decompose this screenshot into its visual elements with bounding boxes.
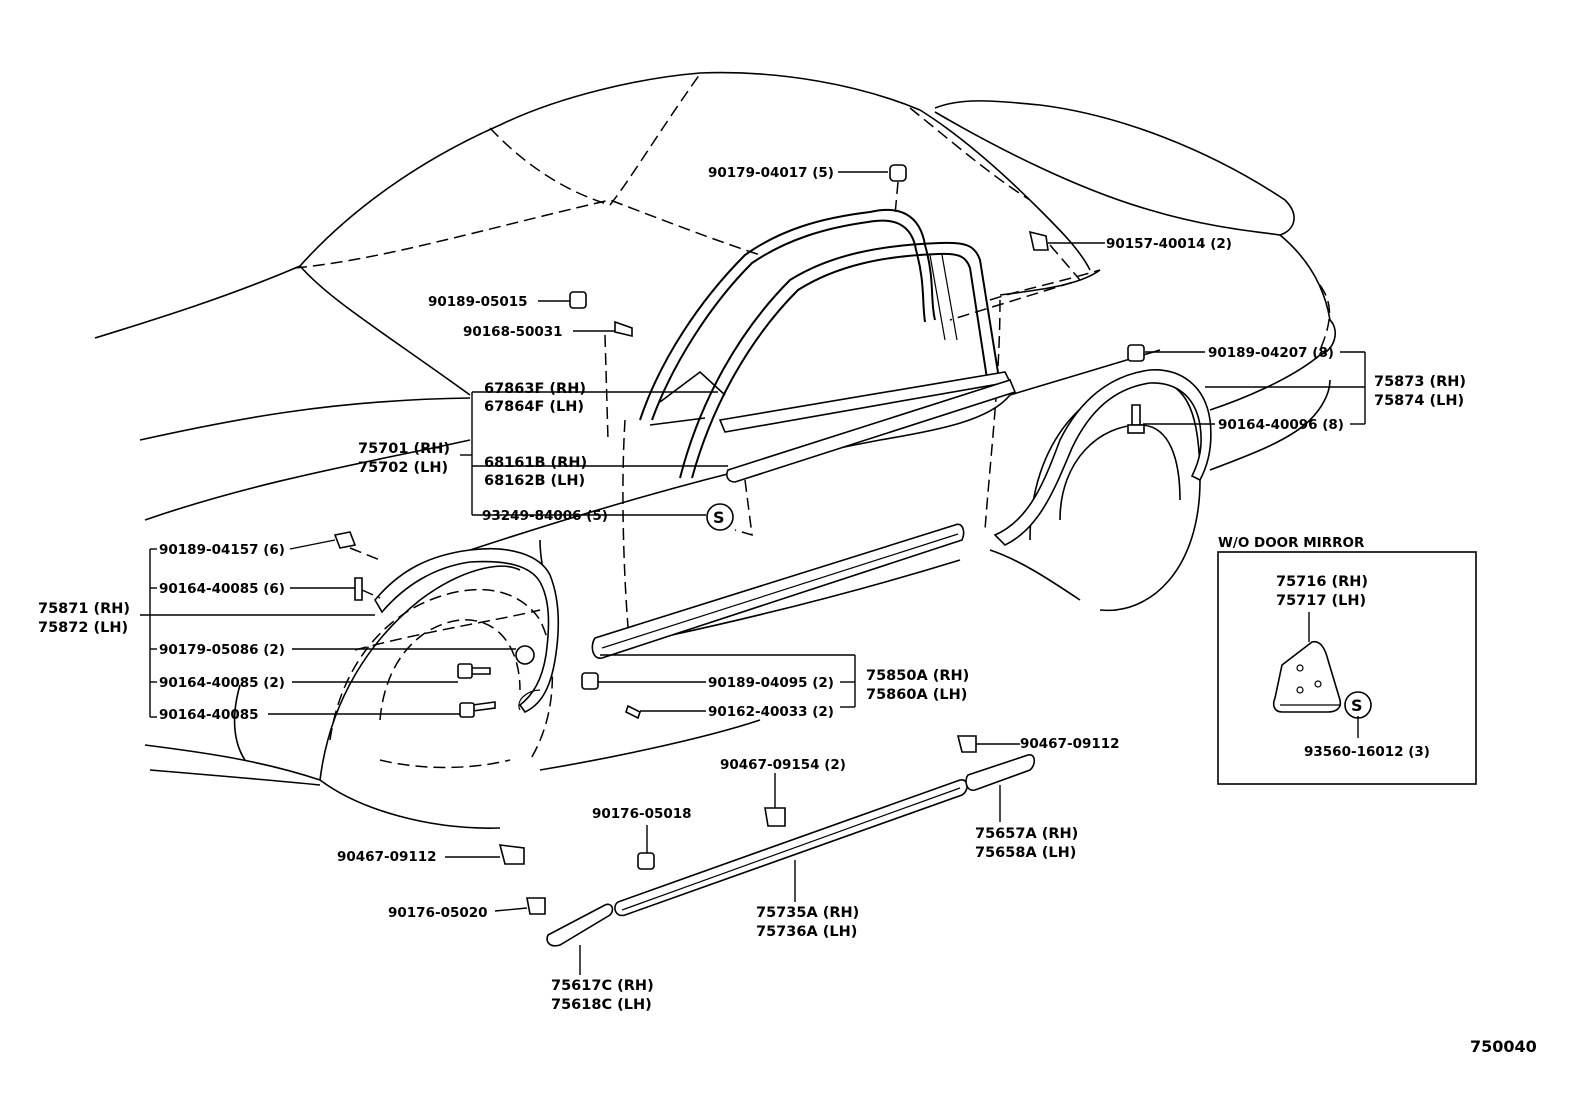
front-fender-liner <box>374 547 560 714</box>
s-marker-inset: S <box>1344 691 1372 719</box>
label-90467-09112-right: 90467-09112 <box>1020 736 1120 752</box>
label-75618c: 75618C (LH) <box>551 997 652 1013</box>
label-75658a: 75658A (LH) <box>975 845 1076 861</box>
label-75701: 75701 (RH) <box>358 441 450 457</box>
label-67863f: 67863F (RH) <box>484 381 586 397</box>
label-90467-09154: 90467-09154 (2) <box>720 757 846 773</box>
label-90189-04157: 90189-04157 (6) <box>159 542 285 558</box>
label-90164-40085-2: 90164-40085 (2) <box>159 675 285 691</box>
label-75860a: 75860A (LH) <box>866 687 967 703</box>
label-75871: 75871 (RH) <box>38 601 130 617</box>
label-90164-40085-6: 90164-40085 (6) <box>159 581 285 597</box>
rocker-moldings <box>546 754 1036 947</box>
s-marker-door: S <box>706 503 734 531</box>
window-frame-molding <box>639 208 1017 537</box>
door-lower-molding <box>591 523 965 659</box>
rear-fender-liner <box>993 369 1212 546</box>
label-93560-16012: 93560-16012 (3) <box>1304 744 1430 760</box>
label-90189-05015: 90189-05015 <box>428 294 528 310</box>
s-marker-inset-label: S <box>1351 696 1363 715</box>
label-75873: 75873 (RH) <box>1374 374 1466 390</box>
label-75850a: 75850A (RH) <box>866 668 969 684</box>
label-90164-40085: 90164-40085 <box>159 707 259 723</box>
inset-title: W/O DOOR MIRROR <box>1218 535 1365 551</box>
label-90176-05018: 90176-05018 <box>592 806 692 822</box>
part-labels: 90179-04017 (5) 90157-40014 (2) 90189-05… <box>38 165 1537 1056</box>
label-90164-40096: 90164-40096 (8) <box>1218 417 1344 433</box>
label-90179-04017: 90179-04017 (5) <box>708 165 834 181</box>
label-75617c: 75617C (RH) <box>551 978 654 994</box>
s-marker-door-label: S <box>713 508 725 527</box>
label-90157-40014: 90157-40014 (2) <box>1106 236 1232 252</box>
label-90467-09112-left: 90467-09112 <box>337 849 437 865</box>
label-75702: 75702 (LH) <box>358 460 448 476</box>
leader-lines <box>140 171 1366 975</box>
label-68161b: 68161B (RH) <box>484 455 587 471</box>
label-67864f: 67864F (LH) <box>484 399 584 415</box>
label-90189-04095: 90189-04095 (2) <box>708 675 834 691</box>
inset-box <box>1217 551 1477 785</box>
label-90168-50031: 90168-50031 <box>463 324 563 340</box>
label-75716: 75716 (RH) <box>1276 574 1368 590</box>
label-75657a: 75657A (RH) <box>975 826 1078 842</box>
label-90176-05020: 90176-05020 <box>388 905 488 921</box>
fasteners <box>333 164 1145 915</box>
label-90162-40033: 90162-40033 (2) <box>708 704 834 720</box>
label-90179-05086: 90179-05086 (2) <box>159 642 285 658</box>
label-90189-04207: 90189-04207 (8) <box>1208 345 1334 361</box>
label-75735a: 75735A (RH) <box>756 905 859 921</box>
label-75736a: 75736A (LH) <box>756 924 857 940</box>
label-75717: 75717 (LH) <box>1276 593 1366 609</box>
label-75874: 75874 (LH) <box>1374 393 1464 409</box>
label-93249-84006: 93249-84006 (5) <box>482 508 608 524</box>
label-68162b: 68162B (LH) <box>484 473 585 489</box>
label-75872: 75872 (LH) <box>38 620 128 636</box>
diagram-code: 750040 <box>1470 1037 1537 1056</box>
